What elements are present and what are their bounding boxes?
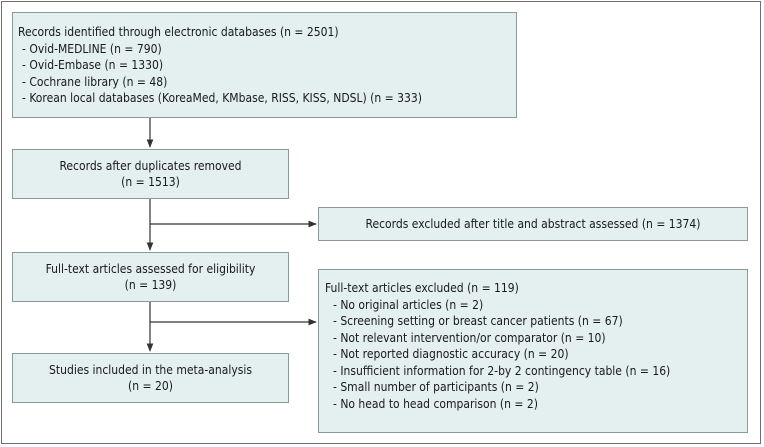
records-identified-box: Records identified through electronic da… bbox=[12, 12, 517, 118]
exclusion-reason-item: - Insufficient information for 2-by 2 co… bbox=[333, 363, 671, 378]
fulltext-assessed-count: (n = 139) bbox=[124, 278, 177, 292]
database-item-cochrane: - Cochrane library (n = 48) bbox=[22, 74, 168, 89]
duplicates-removed-box: Records after duplicates removed (n = 15… bbox=[12, 149, 289, 199]
exclusion-reason-item: - Not relevant intervention/or comparato… bbox=[333, 330, 606, 345]
excluded-title-abstract-label: Records excluded after title and abstrac… bbox=[365, 216, 701, 231]
studies-included-box: Studies included in the meta-analysis (n… bbox=[12, 353, 289, 403]
exclusion-reason-item: - No head to head comparison (n = 2) bbox=[333, 396, 538, 411]
studies-included-label: Studies included in the meta-analysis bbox=[49, 362, 252, 377]
database-item-embase: - Ovid-Embase (n = 1330) bbox=[22, 58, 164, 72]
excluded-title-abstract-box: Records excluded after title and abstrac… bbox=[318, 207, 748, 241]
exclusion-reason-item: - Small number of participants (n = 2) bbox=[333, 380, 539, 394]
fulltext-assessed-box: Full-text articles assessed for eligibil… bbox=[12, 252, 289, 302]
duplicates-removed-label: Records after duplicates removed bbox=[59, 158, 242, 173]
studies-included-count: (n = 20) bbox=[128, 379, 173, 393]
records-identified-title: Records identified through electronic da… bbox=[18, 25, 339, 39]
fulltext-excluded-title: Full-text articles excluded (n = 119) bbox=[325, 281, 519, 295]
fulltext-assessed-label: Full-text articles assessed for eligibil… bbox=[45, 261, 256, 276]
fulltext-excluded-box: Full-text articles excluded (n = 119) - … bbox=[318, 269, 748, 433]
database-item-medline: - Ovid-MEDLINE (n = 790) bbox=[22, 41, 162, 56]
exclusion-reason-item: - Not reported diagnostic accuracy (n = … bbox=[333, 347, 569, 361]
exclusion-reason-item: - Screening setting or breast cancer pat… bbox=[333, 314, 623, 328]
duplicates-removed-count: (n = 1513) bbox=[121, 175, 180, 189]
database-item-korean-local: - Korean local databases (KoreaMed, KMba… bbox=[22, 91, 422, 105]
exclusion-reason-item: - No original articles (n = 2) bbox=[333, 297, 484, 312]
